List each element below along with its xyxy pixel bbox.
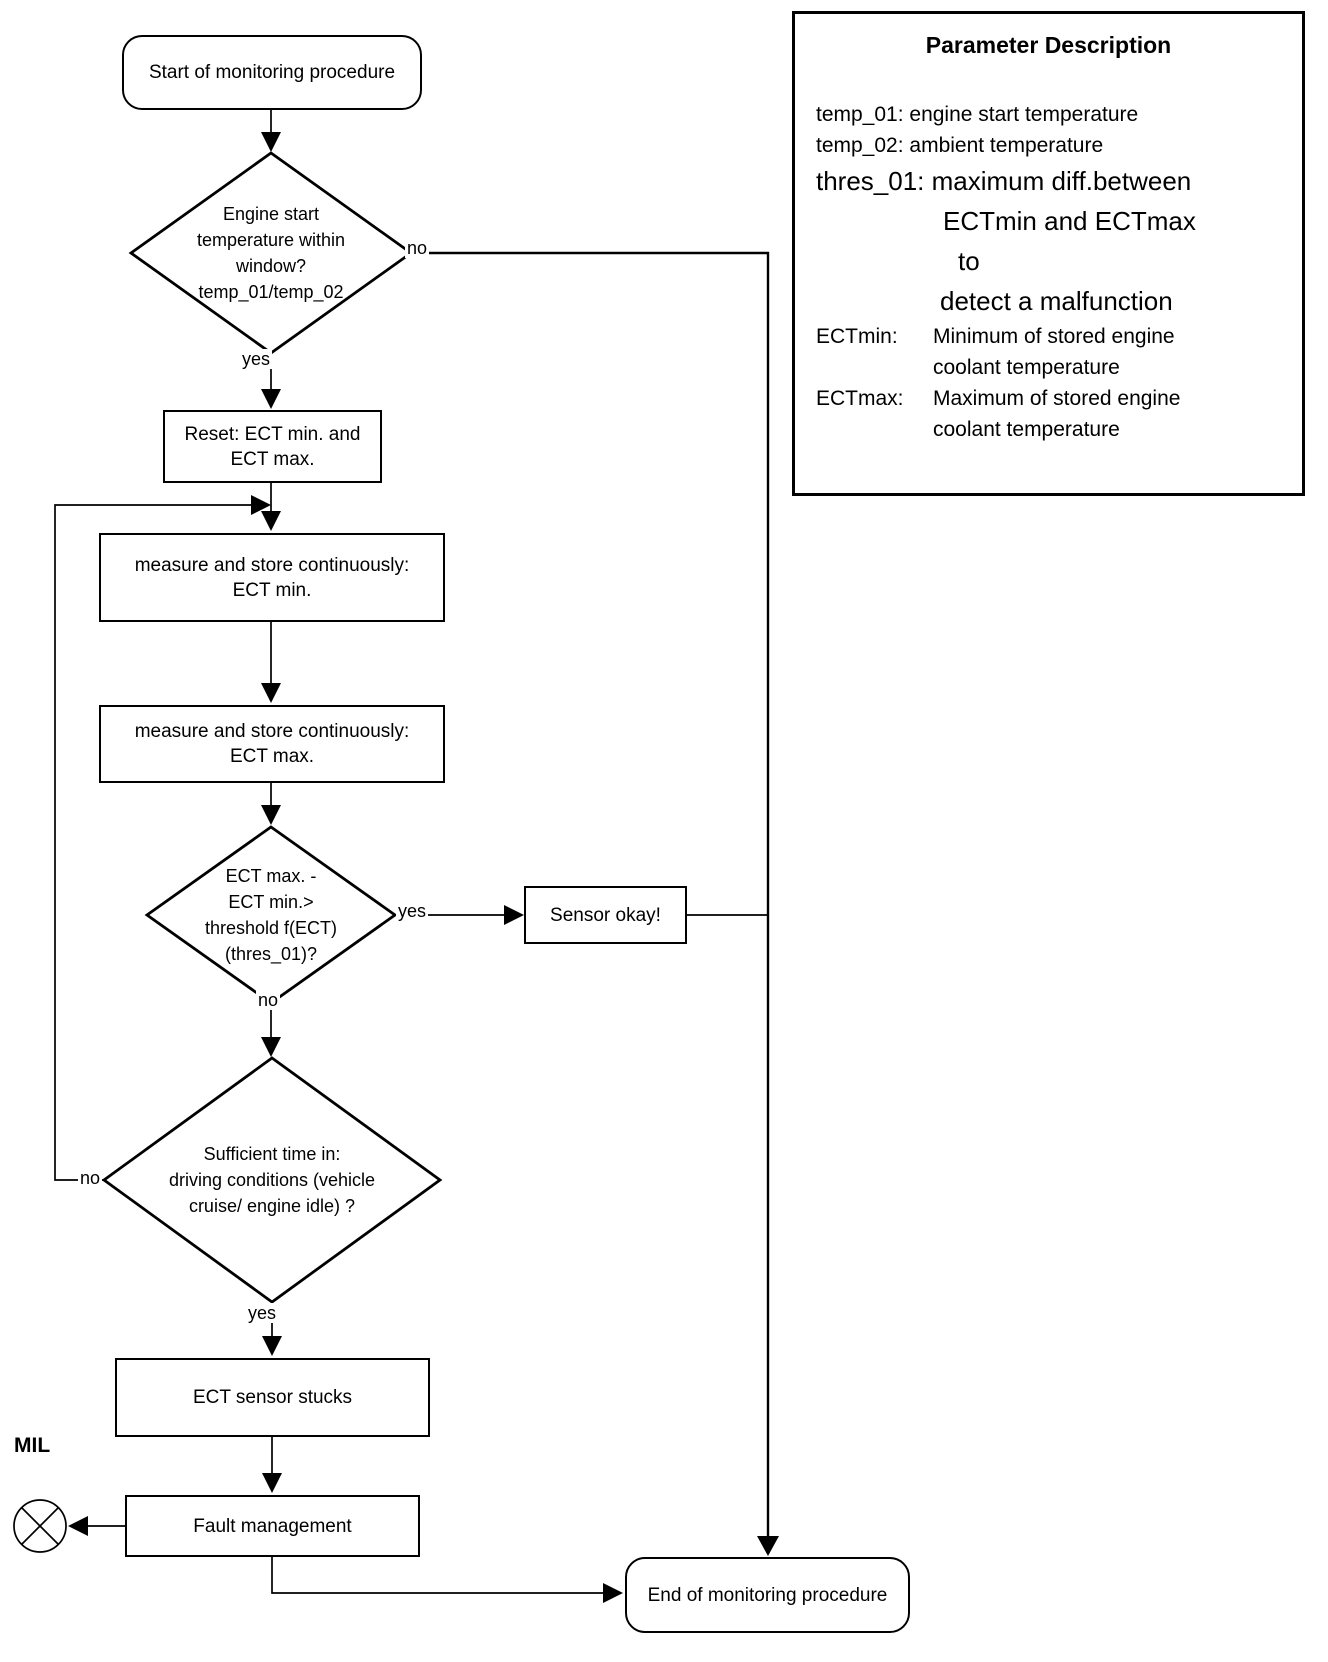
fault-management-label: Fault management — [193, 1515, 352, 1537]
legend-title: Parameter Description — [925, 32, 1172, 58]
arrowhead-into-fault — [262, 1473, 282, 1493]
legend-line-temp01: temp_01: engine start temperature — [816, 103, 1139, 126]
arrowhead-into-threshold — [261, 805, 281, 825]
legend-def-ectmax: ECTmax: Maximum of stored engine — [816, 387, 1181, 410]
legend-line-thres01-cont1: ECTmin and ECTmax — [943, 206, 1196, 236]
arrowhead-into-end-top — [757, 1536, 779, 1556]
branch-label-threshold-no: no — [256, 990, 281, 1010]
arrowhead-into-stucks — [262, 1336, 282, 1356]
reset-node-line2: ECT max. — [230, 448, 315, 470]
edge-engine-no-right-rail — [411, 251, 770, 1540]
legend-def-ectmin-cont: coolant temperature — [933, 356, 1120, 379]
branch-label-sufficient-no: no — [78, 1168, 103, 1188]
branch-label-engine-no: no — [405, 238, 430, 258]
mil-label: MIL — [14, 1434, 51, 1457]
mil-indicator-icon — [13, 1499, 67, 1553]
decision-sufficient-time-shape — [101, 1056, 443, 1304]
branch-label-sufficient-yes: yes — [246, 1303, 279, 1323]
legend-line-thres01-cont3: detect a malfunction — [940, 286, 1173, 316]
arrowhead-into-sensor-okay — [504, 905, 524, 925]
parameter-description-panel: Parameter Description temp_01: engine st… — [792, 11, 1305, 496]
measure-min-line1: measure and store continuously: — [134, 554, 410, 576]
sensor-okay-label: Sensor okay! — [550, 904, 661, 926]
reset-node: Reset: ECT min. and ECT max. — [163, 410, 382, 483]
sensor-stucks-node: ECT sensor stucks — [115, 1358, 430, 1437]
arrowhead-into-mil — [68, 1516, 88, 1536]
arrowhead-into-measure-min — [261, 511, 281, 531]
legend-def-ectmax-cont: coolant temperature — [933, 418, 1120, 441]
measure-max-line2: ECT max. — [229, 746, 315, 767]
decision-engine-start-text: Engine start temperature within window? … — [196, 204, 346, 302]
end-node: End of monitoring procedure — [625, 1557, 910, 1633]
branch-label-threshold-yes: yes — [396, 901, 429, 921]
arrowhead-into-measure-max — [261, 683, 281, 703]
legend-body: temp_01: engine start temperature temp_0… — [795, 99, 1302, 445]
arrowhead-into-reset — [261, 389, 281, 409]
branch-label-engine-yes: yes — [240, 349, 273, 369]
legend-def-ectmin: ECTmin: Minimum of stored engine — [816, 325, 1175, 348]
legend-line-thres01-cont2: to — [958, 246, 980, 276]
sensor-okay-node: Sensor okay! — [524, 886, 687, 944]
arrowhead-into-end-left — [603, 1583, 623, 1603]
end-node-label: End of monitoring procedure — [647, 1584, 888, 1606]
arrowhead-into-sufficient — [261, 1037, 281, 1057]
legend-line-thres01: thres_01: maximum diff.between — [816, 166, 1192, 196]
edge-fault-to-end — [271, 1557, 607, 1594]
fault-management-node: Fault management — [125, 1495, 420, 1557]
measure-min-node: measure and store continuously: ECT min. — [99, 533, 445, 622]
measure-max-node: measure and store continuously: ECT max. — [99, 705, 445, 783]
legend-line-temp02: temp_02: ambient temperature — [816, 134, 1104, 157]
reset-node-line1: Reset: ECT min. and — [184, 423, 361, 445]
arrowhead-into-engine-decision — [261, 132, 281, 152]
start-node: Start of monitoring procedure — [122, 35, 422, 110]
decision-threshold-text: ECT max. - ECT min.> threshold f(ECT) (t… — [204, 866, 338, 964]
sensor-stucks-label: ECT sensor stucks — [192, 1387, 353, 1408]
measure-min-line2: ECT min. — [232, 579, 312, 601]
decision-sufficient-time-text: Sufficient time in: driving conditions (… — [168, 1144, 376, 1216]
start-node-label: Start of monitoring procedure — [148, 62, 396, 83]
measure-max-line1: measure and store continuously: — [134, 721, 410, 742]
arrowhead-feedback-join — [251, 495, 271, 515]
